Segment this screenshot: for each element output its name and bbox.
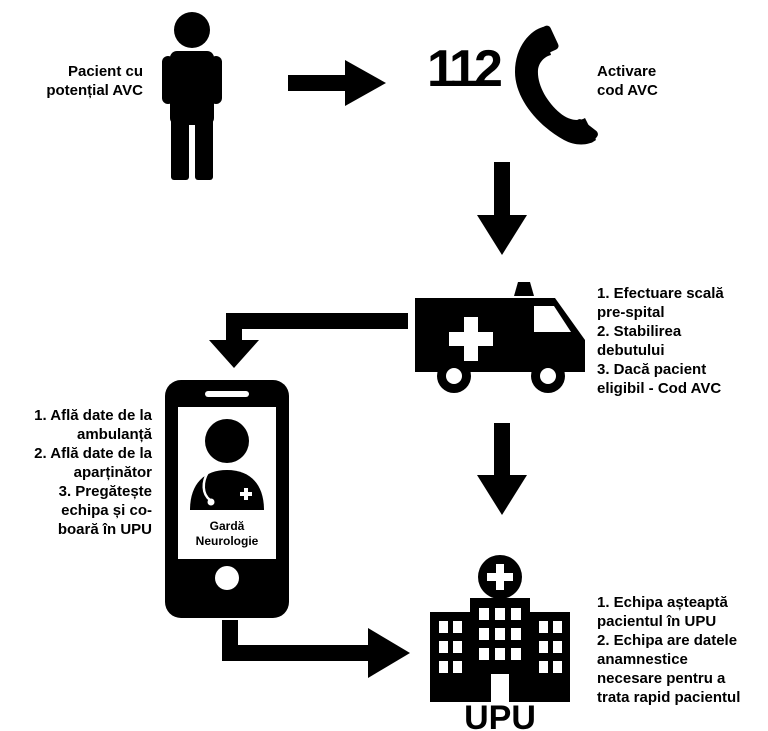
- phone-step-line: ambulanță: [76, 426, 152, 443]
- hospital-label: UPU: [464, 699, 536, 731]
- phone-caption-line: Neurologie: [195, 534, 259, 548]
- ambulance-step-line: eligibil - Cod AVC: [597, 380, 722, 397]
- hospital-step-line: necesare pentru a: [597, 670, 726, 687]
- patient-label: Pacient cu potențial AVC: [20, 62, 143, 100]
- hospital-step-line: 2. Echipa are datele: [597, 632, 738, 649]
- phone-step-line: aparținător: [73, 464, 152, 481]
- telephone-handset-icon: [515, 25, 598, 145]
- ambulance-step-line: debutului: [597, 342, 665, 359]
- ambulance-step-line: 1. Efectuare scală: [597, 285, 724, 302]
- phone-step-line: echipa și co-: [61, 502, 152, 519]
- person-icon: [162, 12, 222, 180]
- hospital-step-line: anamnestice: [597, 651, 688, 668]
- phone-caption: Gardă Neurologie: [178, 519, 276, 549]
- hospital-steps: 1. Echipa așteaptă pacientul în UPU 2. E…: [597, 593, 765, 707]
- phone-step-line: 3. Pregătește: [58, 483, 152, 500]
- hospital-step-line: 1. Echipa așteaptă: [597, 594, 728, 611]
- emergency-number: 112: [427, 40, 501, 98]
- activation-label-line: cod AVC: [597, 82, 658, 99]
- hospital-step-line: pacientul în UPU: [597, 613, 717, 630]
- phone-caption-line: Gardă: [209, 519, 245, 533]
- activation-label: Activare cod AVC: [597, 62, 737, 100]
- phone-steps: 1. Află date de la ambulanță 2. Află dat…: [2, 406, 152, 539]
- hospital-icon: [430, 555, 570, 702]
- ambulance-steps: 1. Efectuare scală pre-spital 2. Stabili…: [597, 284, 762, 398]
- arrow-down-to-ambulance: [477, 162, 527, 255]
- ambulance-step-line: 2. Stabilirea: [597, 323, 682, 340]
- ambulance-step-line: pre-spital: [597, 304, 665, 321]
- phone-step-line: 2. Află date de la: [34, 445, 152, 462]
- doctor-icon: [190, 419, 264, 510]
- arrow-down-to-hospital: [477, 423, 527, 515]
- phone-step-line: boară în UPU: [57, 521, 152, 538]
- patient-label-line: Pacient cu: [67, 63, 143, 80]
- ambulance-step-line: 3. Dacă pacient: [597, 361, 707, 378]
- arrow-elbow-to-hospital: [222, 620, 410, 678]
- ambulance-icon: [415, 282, 585, 393]
- activation-label-line: Activare: [597, 63, 657, 80]
- arrow-elbow-to-phone: [209, 313, 408, 368]
- arrow-right-to-call: [288, 60, 386, 106]
- hospital-step-line: trata rapid pacientul: [597, 689, 741, 706]
- patient-label-line: potențial AVC: [46, 82, 143, 99]
- phone-step-line: 1. Află date de la: [34, 407, 152, 424]
